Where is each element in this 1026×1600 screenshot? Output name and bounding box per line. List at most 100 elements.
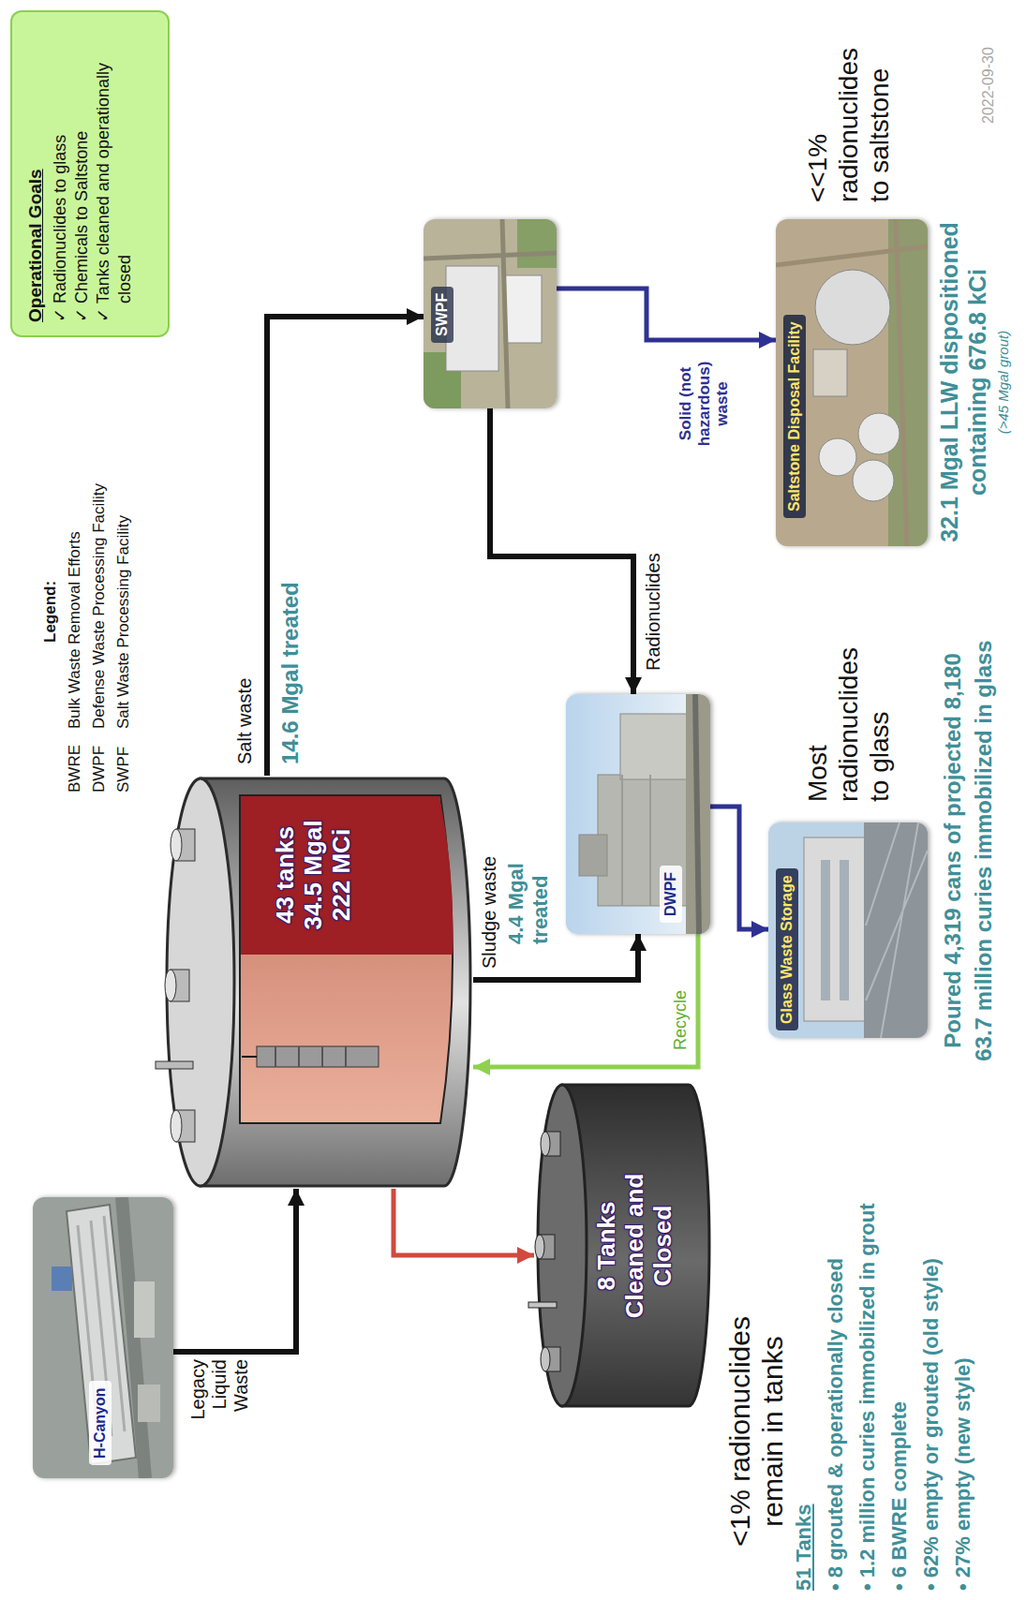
legend-abbrev: DWPF — [89, 745, 109, 793]
stat-note: 63.7 million curies immobilized in glass — [970, 588, 997, 1114]
art-ellipse — [170, 829, 182, 862]
flow-connector — [173, 1189, 297, 1353]
art-rect — [839, 860, 849, 1001]
date-stamp: 2022-09-30 — [980, 46, 997, 124]
art-rect — [565, 694, 711, 935]
art-ellipse — [540, 1347, 551, 1372]
edge-label: Salt waste — [234, 676, 256, 767]
list-item: • 1.2 million curies immobilized in grou… — [855, 1203, 880, 1592]
flow-connector — [267, 316, 424, 776]
art-path — [241, 1055, 257, 1058]
art-rect — [888, 219, 928, 547]
list-item: • 27% empty (new style) — [951, 1357, 976, 1592]
facility-name: DWPF — [659, 865, 683, 923]
edge-label: Legacy Liquid Waste — [187, 1357, 253, 1451]
goals-box: Operational Goals✓ Radionuclides to glas… — [10, 10, 170, 338]
closed-tank: 8 Tanks Cleaned and Closed — [534, 1082, 713, 1410]
list-item: • 8 grouted & operationally closed — [823, 1258, 848, 1592]
art-rect — [133, 1281, 155, 1339]
tank-inventory: 43 tanks 34.5 Mgal 222 MCi — [270, 814, 356, 937]
legend-abbrev: SWPF — [114, 746, 134, 793]
art-circle — [858, 413, 900, 455]
flow-connector — [393, 1189, 535, 1256]
flow-connector — [490, 408, 634, 695]
flow-connector — [473, 934, 699, 1068]
facility-photo: H-Canyon — [32, 1197, 174, 1479]
art-svg — [565, 694, 711, 935]
goal-item: ✓ Tanks cleaned and operationally closed — [92, 25, 136, 323]
facility-photo: SWPF — [423, 219, 557, 409]
art-path — [200, 778, 471, 1187]
art-rect — [517, 219, 557, 268]
art-rect — [423, 219, 557, 409]
art-rect — [863, 822, 928, 1039]
legend-meaning: Bulk Waste Removal Efforts — [65, 531, 85, 729]
flow-connector — [710, 806, 769, 930]
goal-item: ✓ Chemicals to Saltstone — [71, 25, 93, 323]
facility-name: H-Canyon — [89, 1381, 112, 1466]
outcome-note: Most radionuclides to glass — [802, 628, 895, 803]
art-path — [865, 822, 928, 1039]
art-rect — [775, 219, 928, 547]
list-heading: 51 Tanks — [791, 1503, 817, 1592]
facility-name: Glass Waste Storage — [775, 868, 799, 1031]
facility-photo: Glass Waste Storage — [768, 822, 928, 1039]
art-rect — [685, 694, 711, 935]
art-rect — [446, 266, 499, 372]
art-rect — [813, 349, 848, 397]
art-path — [423, 219, 557, 409]
flow-connector — [556, 288, 776, 341]
stat-note: (>45 Mgal grout) — [995, 199, 1012, 566]
art-rect — [51, 1266, 73, 1292]
art-path — [275, 1046, 346, 1068]
art-circle — [852, 460, 894, 502]
art-rect — [32, 1197, 174, 1479]
edge-label: Solid (not hazardous) waste — [676, 343, 732, 464]
volume-note: 14.6 Mgal treated — [277, 581, 304, 765]
art-rect — [528, 1302, 557, 1309]
art-ellipse — [535, 1234, 545, 1260]
edge-label: Recycle — [670, 988, 691, 1053]
art-rect — [155, 1061, 194, 1070]
art-ellipse — [540, 1131, 551, 1157]
list-item: • 6 BWRE complete — [887, 1401, 912, 1592]
art-rect — [504, 275, 542, 343]
legend-meaning: Defense Waste Processing Facility — [89, 483, 109, 729]
art-rect — [256, 1046, 379, 1068]
art-path — [240, 796, 453, 955]
art-rect — [768, 822, 928, 1039]
art-rect — [820, 860, 831, 1001]
stat-note: 32.1 Mgal LLW dispositioned containing 6… — [935, 199, 992, 566]
art-rect — [137, 1384, 161, 1423]
facility-name: SWPF — [431, 286, 454, 343]
goal-item: ✓ Radionuclides to glass — [49, 25, 72, 323]
art-path — [239, 795, 453, 1124]
art-path — [775, 219, 928, 547]
art-rect — [579, 834, 608, 877]
list-item: • 62% empty or grouted (old style) — [919, 1258, 944, 1592]
facility-name: Saltstone Disposal Facility — [783, 314, 806, 519]
storage-tank: 43 tanks 34.5 Mgal 222 MCi — [163, 775, 474, 1190]
volume-note: 4.4 Mgal treated — [504, 827, 553, 945]
stat-note: Poured 4,319 cans of projected 8,180 — [939, 588, 967, 1114]
edge-label: Sludge waste — [478, 854, 501, 971]
art-path — [66, 1204, 136, 1465]
art-circle — [815, 269, 891, 345]
legend-meaning: Salt Waste Processing Facility — [114, 515, 134, 729]
art-rect — [803, 837, 866, 1022]
facility-photo: DWPF — [565, 694, 711, 935]
legend-heading: Legend: — [41, 580, 60, 643]
outcome-note: <<1% radionuclides to saltstone — [802, 29, 895, 203]
goals-heading: Operational Goals — [23, 25, 47, 323]
outcome-note: <1% radionuclides remain in tanks — [723, 1281, 789, 1582]
edge-label: Radionuclides — [642, 550, 665, 673]
art-ellipse — [166, 778, 235, 1187]
facility-photo: Saltstone Disposal Facility — [775, 219, 928, 547]
art-ellipse — [170, 1110, 182, 1143]
art-ellipse — [164, 969, 177, 1002]
tank-status: 8 Tanks Cleaned and Closed — [592, 1166, 677, 1326]
art-path — [695, 694, 699, 935]
art-ellipse — [537, 1085, 587, 1407]
art-circle — [818, 438, 857, 476]
